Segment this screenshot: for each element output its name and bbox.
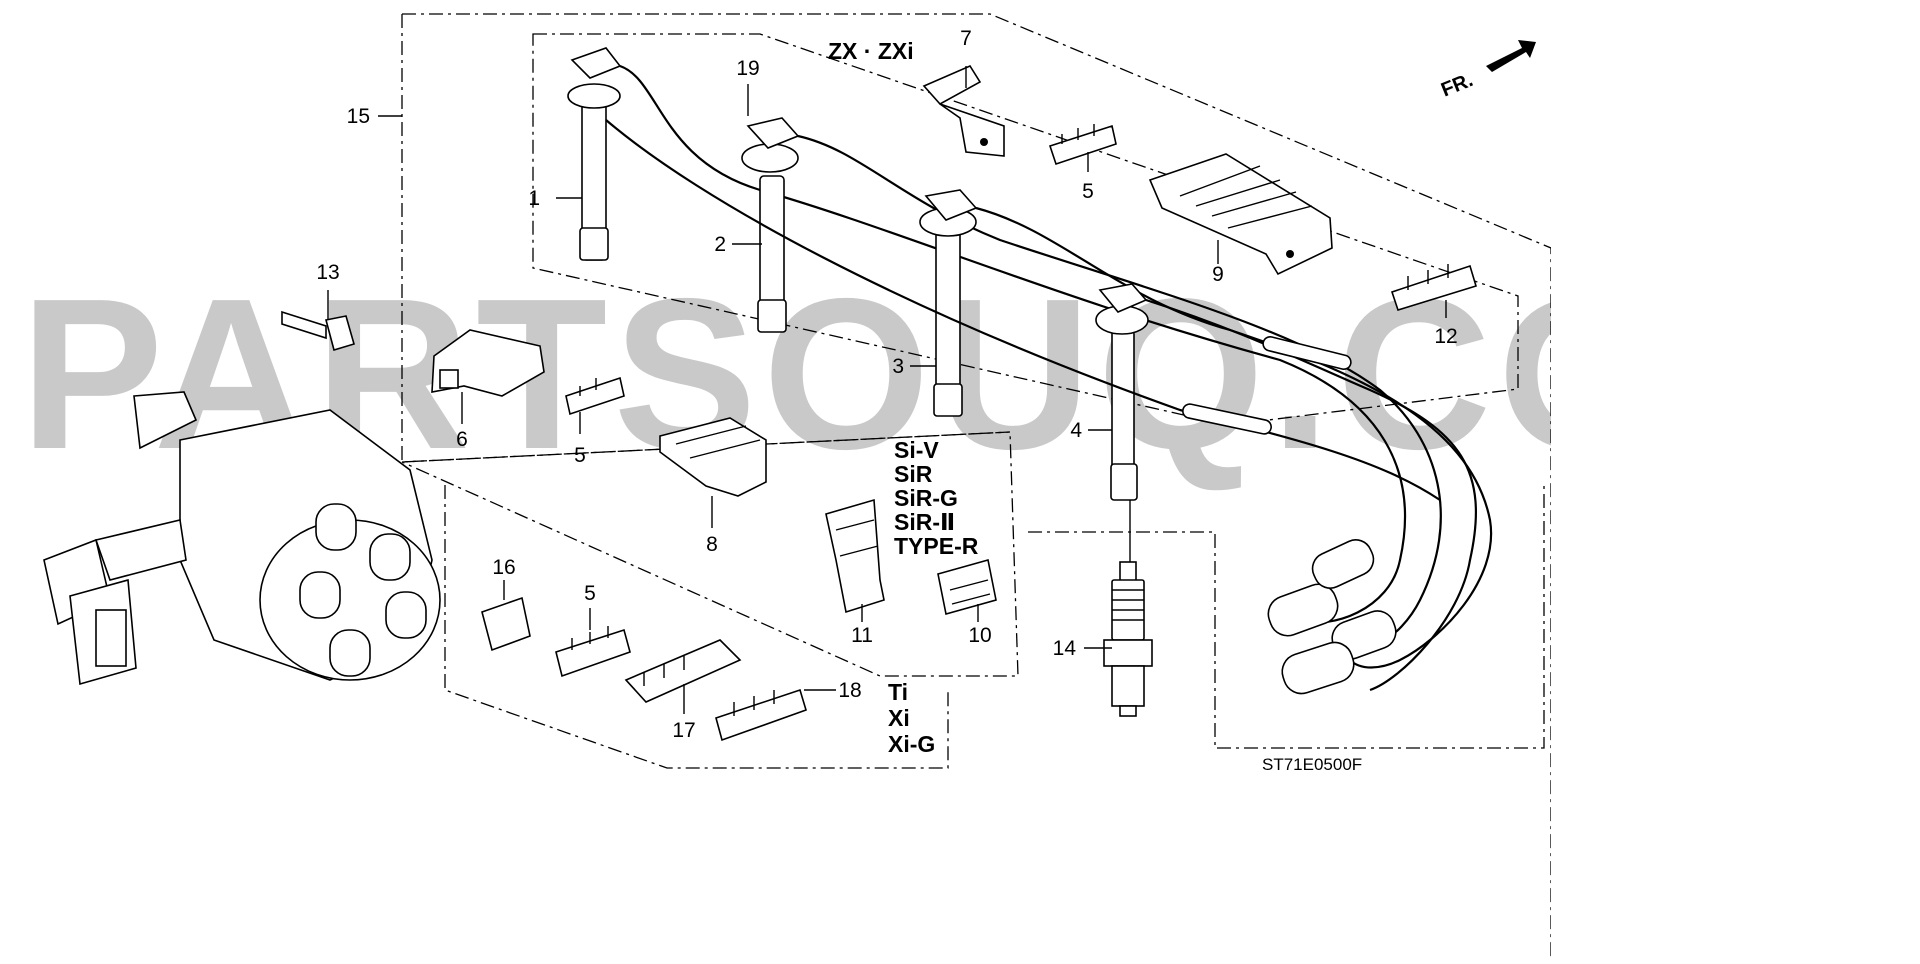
variant-si-v: Si-V (894, 437, 939, 463)
fr-label: FR. (1438, 69, 1476, 101)
callout-12: 12 (1434, 325, 1457, 348)
callout-10: 10 (968, 624, 991, 647)
callout-14: 14 (1053, 637, 1077, 660)
callout-2: 2 (714, 233, 726, 256)
clamp-part-5-top (1048, 124, 1117, 166)
variant-sir-g: SiR-G (894, 485, 958, 511)
holder-part-6 (431, 329, 545, 397)
holder-part-9 (1148, 153, 1333, 276)
spark-plug-part-14 (1103, 561, 1153, 717)
lead-wire (605, 119, 1441, 501)
callout-7: 7 (960, 27, 972, 50)
callout-8: 8 (706, 533, 718, 556)
zx-group-boundary (532, 33, 1519, 426)
clamp-part-16 (481, 596, 531, 652)
callout-3: 3 (892, 355, 904, 378)
variant-xi: Xi (888, 705, 910, 731)
callout-17: 17 (672, 719, 695, 742)
callout-6: 6 (456, 428, 468, 451)
callout-16: 16 (492, 556, 515, 579)
clamp-part-10 (937, 558, 997, 616)
variant-sir: SiR (894, 461, 933, 487)
si-group-boundary (401, 431, 1019, 677)
distributor-boots (1267, 539, 1397, 695)
variant-type-r: TYPE-R (894, 533, 979, 559)
callout-5-top: 5 (1082, 180, 1094, 203)
callout-5-low: 5 (584, 582, 596, 605)
clamp-part-18 (715, 688, 807, 742)
distributor-assembly (43, 391, 441, 686)
wire-sleeve (1182, 403, 1272, 435)
ignition-wire-3 (919, 189, 1493, 669)
diagram-code: ST71E0500F (1262, 755, 1362, 774)
wire-sleeve (1262, 336, 1352, 370)
ti-group-boundary (444, 485, 949, 769)
clamp-part-12 (1390, 264, 1477, 311)
clamp-part-5-mid (565, 376, 625, 416)
variant-ti: Ti (888, 679, 908, 705)
parts-diagram: PARTSOUQ.COM (20, 13, 1850, 959)
variant-zx-label: ZX · ZXi (828, 38, 914, 64)
clamp-part-7 (922, 64, 1005, 157)
holder-part-8 (659, 417, 767, 497)
callout-4: 4 (1070, 419, 1082, 442)
callout-18: 18 (838, 679, 861, 702)
clamp-part-17 (624, 639, 742, 703)
clamp-part-11 (825, 498, 885, 614)
callout-9: 9 (1212, 263, 1224, 286)
front-direction-indicator: FR. (1438, 40, 1536, 102)
variant-sir-2: SiR-Ⅱ (894, 509, 955, 535)
callout-19: 19 (736, 57, 759, 80)
coil-group-boundary (1028, 484, 1545, 749)
clamp-part-5-low (555, 626, 631, 678)
callout-13: 13 (316, 261, 339, 284)
callout-5-mid: 5 (574, 444, 586, 467)
ignition-wire-1 (567, 47, 1407, 624)
bolt-part-13 (281, 310, 355, 352)
variant-xi-g: Xi-G (888, 731, 935, 757)
callout-11: 11 (851, 624, 873, 647)
callout-1: 1 (528, 187, 540, 210)
callout-15: 15 (347, 105, 370, 128)
